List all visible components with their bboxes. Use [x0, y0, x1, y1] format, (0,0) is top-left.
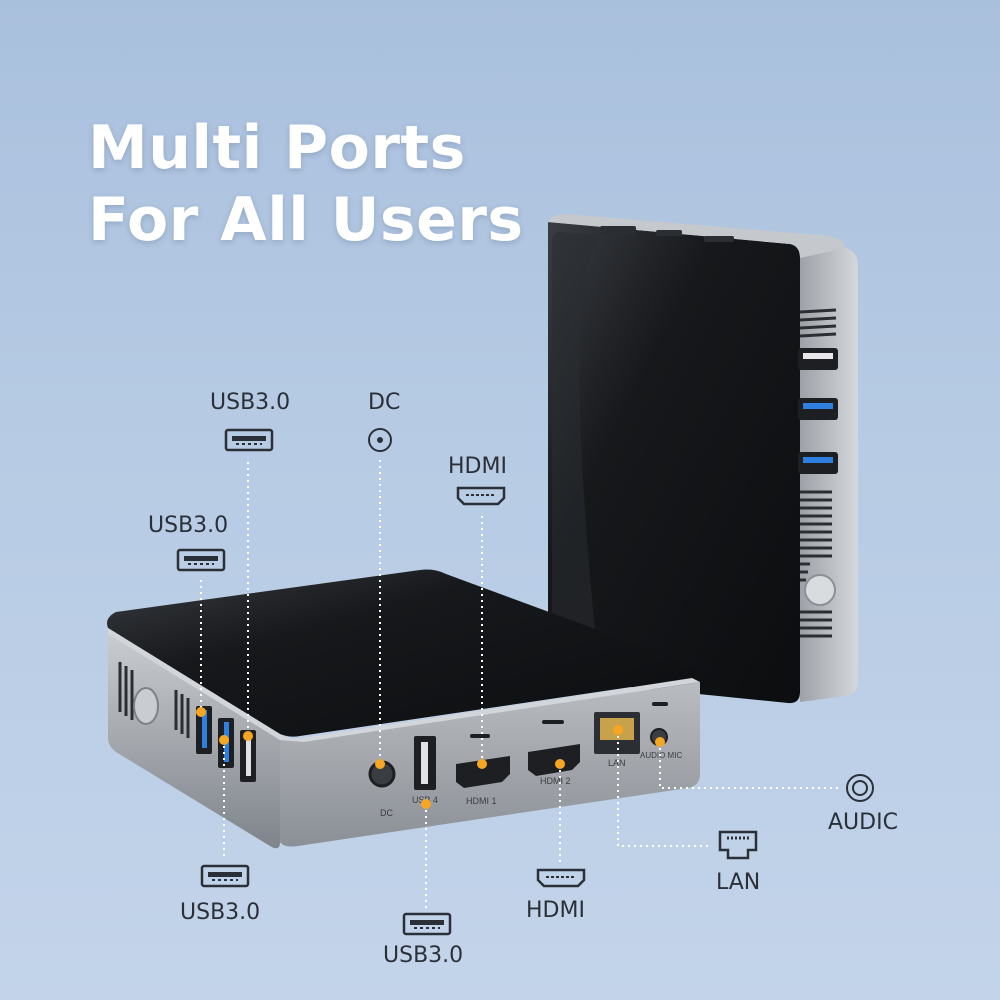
marker-usb-left: [196, 707, 206, 717]
headline: Multi Ports For All Users: [88, 112, 524, 256]
standing-top-port-usb: [704, 236, 734, 242]
callout-audic: AUDIC: [828, 810, 898, 835]
hdmi2-port-marking: HDMI 2: [540, 776, 571, 786]
standing-top-port-lan: [600, 226, 636, 234]
port-markers: [196, 707, 665, 809]
callout-usb-bottom-left: USB3.0: [180, 900, 261, 925]
callout-usb-left: USB3.0: [148, 513, 229, 538]
standing-usb-tongue-3: [803, 457, 833, 463]
slot-mark-1: [470, 734, 490, 738]
hdmi2-port: [528, 744, 580, 776]
lying-power-button: [133, 687, 159, 725]
standing-top-port-hdmi: [656, 230, 682, 236]
marker-lan: [613, 725, 623, 735]
slot-mark-2: [542, 720, 564, 724]
hdmi-icon: [456, 486, 506, 506]
side-usb-port-1-tongue: [202, 710, 207, 748]
marker-usb-top-rear: [243, 731, 253, 741]
standing-power-button: [804, 574, 836, 606]
standing-usb-tongue-2: [803, 403, 833, 409]
callout-usb-top-rear: USB3.0: [210, 390, 291, 415]
callout-lan: LAN: [716, 870, 761, 895]
usb-icon: [402, 912, 452, 936]
marker-usb-bottom-left: [219, 735, 229, 745]
headline-line-2: For All Users: [88, 185, 524, 255]
standing-lid-reflection: [552, 232, 600, 680]
standing-usb-tongue-1: [803, 353, 833, 359]
lying-mini-pc: DC USB 4 HDMI 1 HDMI 2 LAN AUDIO MIC: [107, 569, 700, 849]
marker-hdmi1: [477, 759, 487, 769]
hdmi1-port: [456, 756, 510, 788]
callout-hdmi-bottom: HDMI: [526, 898, 585, 923]
leader-lines: [200, 460, 842, 908]
dc-port-marking: DC: [380, 808, 393, 818]
marker-usb4: [421, 799, 431, 809]
lan-icon: [718, 830, 758, 860]
usb-icon: [176, 548, 226, 572]
leader-lan: [617, 730, 712, 847]
callout-hdmi-top: HDMI: [448, 454, 507, 479]
callout-usb-bottom-center: USB3.0: [383, 943, 464, 968]
hdmi1-port-marking: HDMI 1: [466, 796, 497, 806]
standing-lid: [548, 222, 800, 704]
hdmi-icon: [536, 868, 586, 888]
dc-icon: [368, 428, 392, 452]
audio-jack-icon: [846, 774, 874, 802]
standing-top-vent: [799, 308, 837, 338]
usb-icon: [200, 864, 250, 888]
standing-top-edge: [548, 214, 846, 258]
standing-side-panel: [800, 248, 858, 702]
usb4-port-tongue: [421, 742, 428, 784]
lying-left-side: [108, 634, 280, 849]
side-usb-port-3-tongue: [246, 734, 251, 776]
slot-mark-3: [652, 702, 668, 706]
standing-mini-pc: [548, 214, 858, 704]
usb-icon: [224, 428, 274, 452]
lan-port-marking: LAN: [608, 758, 626, 768]
headline-line-1: Multi Ports: [88, 113, 466, 183]
marker-audic: [655, 737, 665, 747]
marker-hdmi2: [555, 759, 565, 769]
audio-port-marking: AUDIO MIC: [640, 751, 682, 760]
lying-lid: [107, 569, 697, 737]
standing-side-vent: [800, 490, 832, 638]
lying-side-vent: [118, 662, 190, 738]
marker-dc: [375, 759, 385, 769]
callout-dc: DC: [368, 390, 401, 415]
